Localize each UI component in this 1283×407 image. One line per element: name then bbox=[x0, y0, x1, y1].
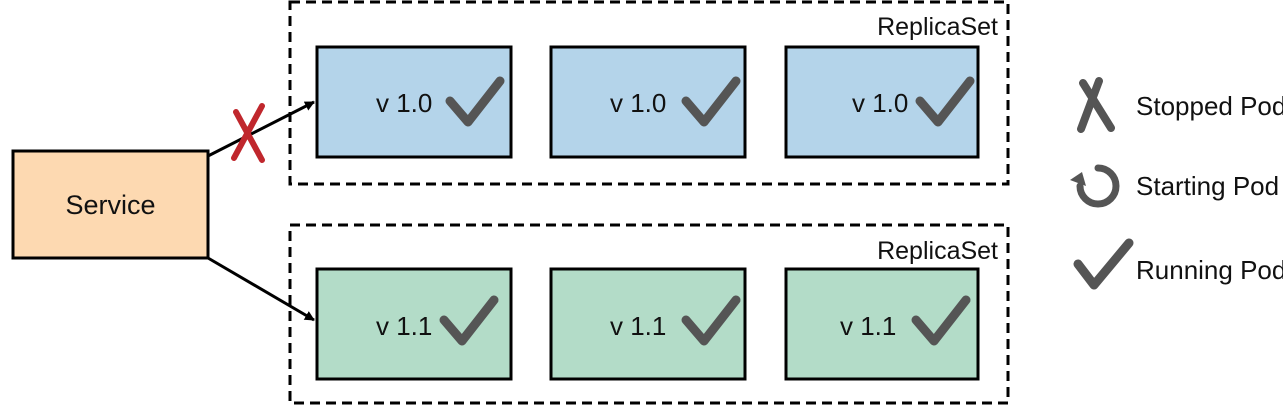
service-label: Service bbox=[65, 190, 155, 220]
service-node: Service bbox=[11, 149, 210, 260]
pod-version-label: v 1.0 bbox=[376, 88, 432, 118]
pod-2-2: v 1.1 bbox=[549, 267, 747, 381]
service-to-replicaset-2-arrow bbox=[207, 256, 315, 322]
starting-pod-icon bbox=[1070, 164, 1120, 208]
pod-version-label: v 1.1 bbox=[840, 311, 896, 341]
replicaset-1-title: ReplicaSet bbox=[877, 13, 998, 41]
pod-1-1: v 1.0 bbox=[315, 45, 513, 159]
pod-1-2: v 1.0 bbox=[549, 45, 747, 159]
legend-label: Starting Pod bbox=[1136, 171, 1279, 201]
legend-label: Running Pod bbox=[1136, 255, 1283, 285]
service-box bbox=[11, 149, 210, 260]
pod-box bbox=[784, 45, 980, 159]
running-pod-icon bbox=[681, 76, 741, 127]
pod-2-1: v 1.1 bbox=[315, 267, 513, 381]
legend-item-starting: Starting Pod bbox=[1070, 164, 1279, 208]
running-pod-icon bbox=[915, 76, 975, 127]
legend-item-running: Running Pod bbox=[1073, 238, 1283, 290]
replicaset-2-title: ReplicaSet bbox=[877, 237, 998, 265]
pod-version-label: v 1.1 bbox=[376, 311, 432, 341]
pod-version-label: v 1.0 bbox=[852, 88, 908, 118]
legend-label: Stopped Pod bbox=[1136, 91, 1283, 121]
running-pod-icon bbox=[681, 295, 741, 346]
running-pod-icon bbox=[439, 295, 499, 346]
legend: Stopped Pod Starting Pod Running Pod bbox=[1070, 77, 1283, 290]
replicaset-1: ReplicaSet v 1.0 v 1.0 v 1.0 bbox=[288, 0, 1010, 186]
replicaset-2-boundary bbox=[288, 223, 1010, 405]
running-pod-icon bbox=[445, 76, 505, 127]
service-to-replicaset-1-arrow bbox=[207, 100, 315, 158]
running-pod-icon bbox=[1073, 238, 1134, 290]
pod-box bbox=[549, 45, 747, 159]
legend-item-stopped: Stopped Pod bbox=[1077, 77, 1283, 133]
pod-version-label: v 1.1 bbox=[610, 311, 666, 341]
pod-version-label: v 1.0 bbox=[610, 88, 666, 118]
stopped-pod-icon bbox=[1077, 77, 1115, 133]
pod-1-3: v 1.0 bbox=[784, 45, 980, 159]
replicaset-1-boundary bbox=[288, 0, 1010, 186]
replicaset-2: ReplicaSet v 1.1 v 1.1 v 1.1 bbox=[288, 223, 1010, 405]
running-pod-icon bbox=[911, 295, 971, 346]
pod-2-3: v 1.1 bbox=[784, 267, 980, 381]
blocked-connection-x-icon bbox=[231, 103, 265, 163]
